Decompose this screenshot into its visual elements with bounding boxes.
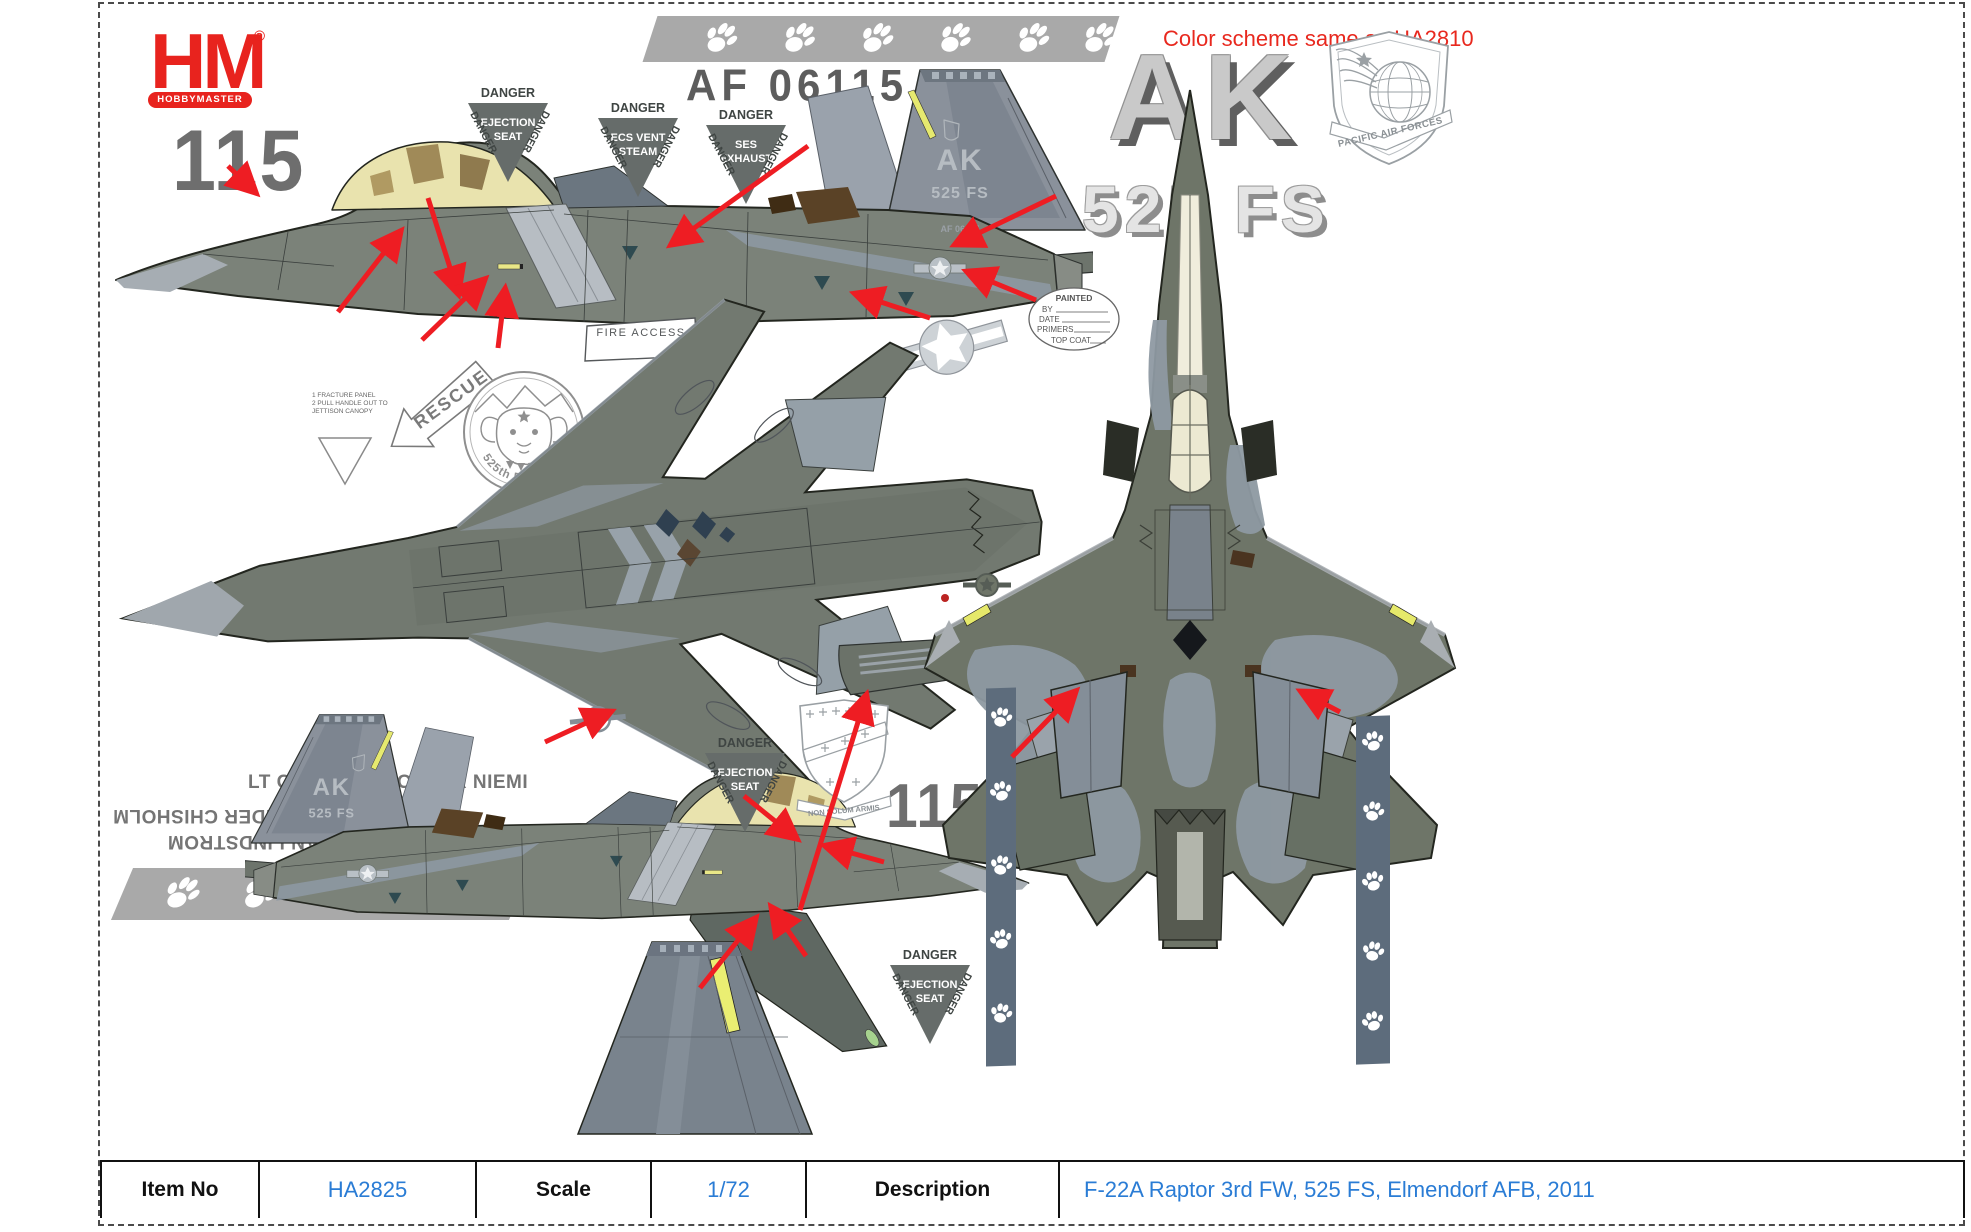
tail-code-3d: AK <box>1108 29 1301 165</box>
danger-ejection-seat-decal: DANGER EJECTION SEAT DANGER DANGER <box>467 86 552 182</box>
paw-icon <box>986 1000 1015 1028</box>
paw-icon <box>1359 938 1387 966</box>
danger-ejection-seat-decal: DANGER EJECTION SEAT DANGER DANGER <box>889 948 974 1044</box>
danger-triangle <box>705 753 785 832</box>
paw-icon <box>1359 727 1387 756</box>
star-icon <box>517 410 531 423</box>
paw-print-strip-vertical <box>986 687 1016 1067</box>
danger-line1: EJECTION <box>717 767 772 779</box>
usaf-roundel-gray <box>885 319 1009 376</box>
description-value-cell: F-22A Raptor 3rd FW, 525 FS, Elmendorf A… <box>1060 1162 1963 1218</box>
danger-line1: ECS VENT <box>610 132 665 144</box>
stamp-line: TOP COAT <box>1051 336 1091 345</box>
paw-icon <box>694 16 747 61</box>
pacaf-badge: PACIFIC AIR FORCES <box>1329 31 1453 165</box>
formation-light <box>962 603 992 627</box>
danger-line2: SEAT <box>494 131 523 143</box>
mountains-art <box>474 384 574 413</box>
paw-print-band-top <box>642 15 1120 63</box>
fin-tail-code: AK <box>936 144 983 177</box>
scale-label-cell: Scale <box>477 1162 652 1218</box>
scale-value: 1/72 <box>707 1177 750 1202</box>
chevron-decal <box>607 526 652 605</box>
hobbymaster-logo-monogram: HM <box>150 17 267 105</box>
vertical-tail <box>1050 671 1128 799</box>
stamp-line: PAINTED <box>1056 293 1093 303</box>
paw-icon <box>987 704 1015 732</box>
rescue-arrow-shape <box>390 360 497 448</box>
danger-line2: SEAT <box>731 781 760 793</box>
painted-stamp-decal: PAINTED BY DATE PRIMERS TOP COAT <box>1028 287 1120 351</box>
danger-triangle <box>890 965 970 1044</box>
paw-icon <box>927 15 980 63</box>
wing-icon <box>1335 48 1379 89</box>
paw-icon <box>1358 798 1387 826</box>
danger-ecs-vent-decal: DANGER ECS VENT STEAM DANGER DANGER <box>597 101 682 197</box>
fin-squadron-code: 525 FS <box>309 805 355 820</box>
description-label-cell: Description <box>807 1162 1060 1218</box>
wing-crest-badge: NON SOLUM ARMIS <box>796 699 892 821</box>
canopy-jettison-note: 1 FRACTURE PANEL 2 PULL HANDLE OUT TO JE… <box>312 392 388 415</box>
chevron-decal <box>643 523 688 601</box>
paw-icon <box>850 17 903 62</box>
danger-triangle <box>598 118 678 197</box>
nav-light-red <box>941 594 949 602</box>
danger-line2: SEAT <box>916 993 945 1005</box>
paw-icon <box>1359 867 1387 896</box>
danger-label: DANGER <box>611 101 665 115</box>
star-icon <box>921 323 968 371</box>
paw-icon <box>771 16 824 63</box>
item-info-table: Item No HA2825 Scale 1/72 Description F-… <box>100 1160 1965 1218</box>
danger-line1: EJECTION <box>480 117 535 129</box>
paw-icon <box>1006 16 1059 61</box>
paw-icon <box>987 852 1015 880</box>
sheet-dashed-border <box>98 2 1965 1226</box>
tail-fin-detail <box>576 941 814 1135</box>
paw-icon <box>986 777 1015 807</box>
danger-ses-exhaust-decal: DANGER SES EXHAUST DANGER DANGER <box>705 108 790 204</box>
item-no-label-cell: Item No <box>102 1162 260 1218</box>
formation-light <box>1388 603 1418 627</box>
description-value: F-22A Raptor 3rd FW, 525 FS, Elmendorf A… <box>1084 1177 1595 1202</box>
danger-triangle <box>468 103 548 182</box>
danger-label: DANGER <box>719 108 773 122</box>
hobbymaster-logo-wordmark: HOBBYMASTER <box>148 92 252 108</box>
paw-print-strip-vertical <box>1356 715 1390 1065</box>
registered-mark: ® <box>254 28 266 45</box>
item-no-value-cell: HA2825 <box>260 1162 477 1218</box>
danger-label: DANGER <box>718 736 772 750</box>
item-no-label: Item No <box>141 1178 219 1201</box>
danger-label: DANGER <box>481 86 535 100</box>
danger-label: DANGER <box>903 948 957 962</box>
item-no-value: HA2825 <box>327 1177 408 1202</box>
wing-insignia-ghost <box>963 573 1011 597</box>
danger-line2: STEAM <box>619 146 658 158</box>
danger-ejection-seat-decal: DANGER EJECTION SEAT DANGER DANGER <box>704 736 789 832</box>
fin-tail-code: AK <box>313 774 351 801</box>
outline-triangle-decal <box>317 437 373 486</box>
scale-label: Scale <box>536 1178 591 1201</box>
star-icon <box>1356 52 1372 67</box>
paw-icon <box>987 925 1015 954</box>
stamp-line: BY <box>1042 305 1053 314</box>
vertical-tail <box>1252 671 1330 799</box>
nav-light <box>865 1029 880 1047</box>
danger-line1: EJECTION <box>902 979 957 991</box>
stamp-line: PRIMERS <box>1037 325 1073 334</box>
ribbon <box>1329 109 1453 151</box>
scale-value-cell: 1/72 <box>652 1162 807 1218</box>
paw-icon <box>1358 1007 1387 1037</box>
stamp-line: DATE <box>1039 315 1060 324</box>
danger-line1: SES <box>735 139 757 151</box>
description-label: Description <box>874 1178 991 1201</box>
paw-icon <box>152 871 210 918</box>
fire-access-label: FIRE ACCESS <box>596 327 685 339</box>
